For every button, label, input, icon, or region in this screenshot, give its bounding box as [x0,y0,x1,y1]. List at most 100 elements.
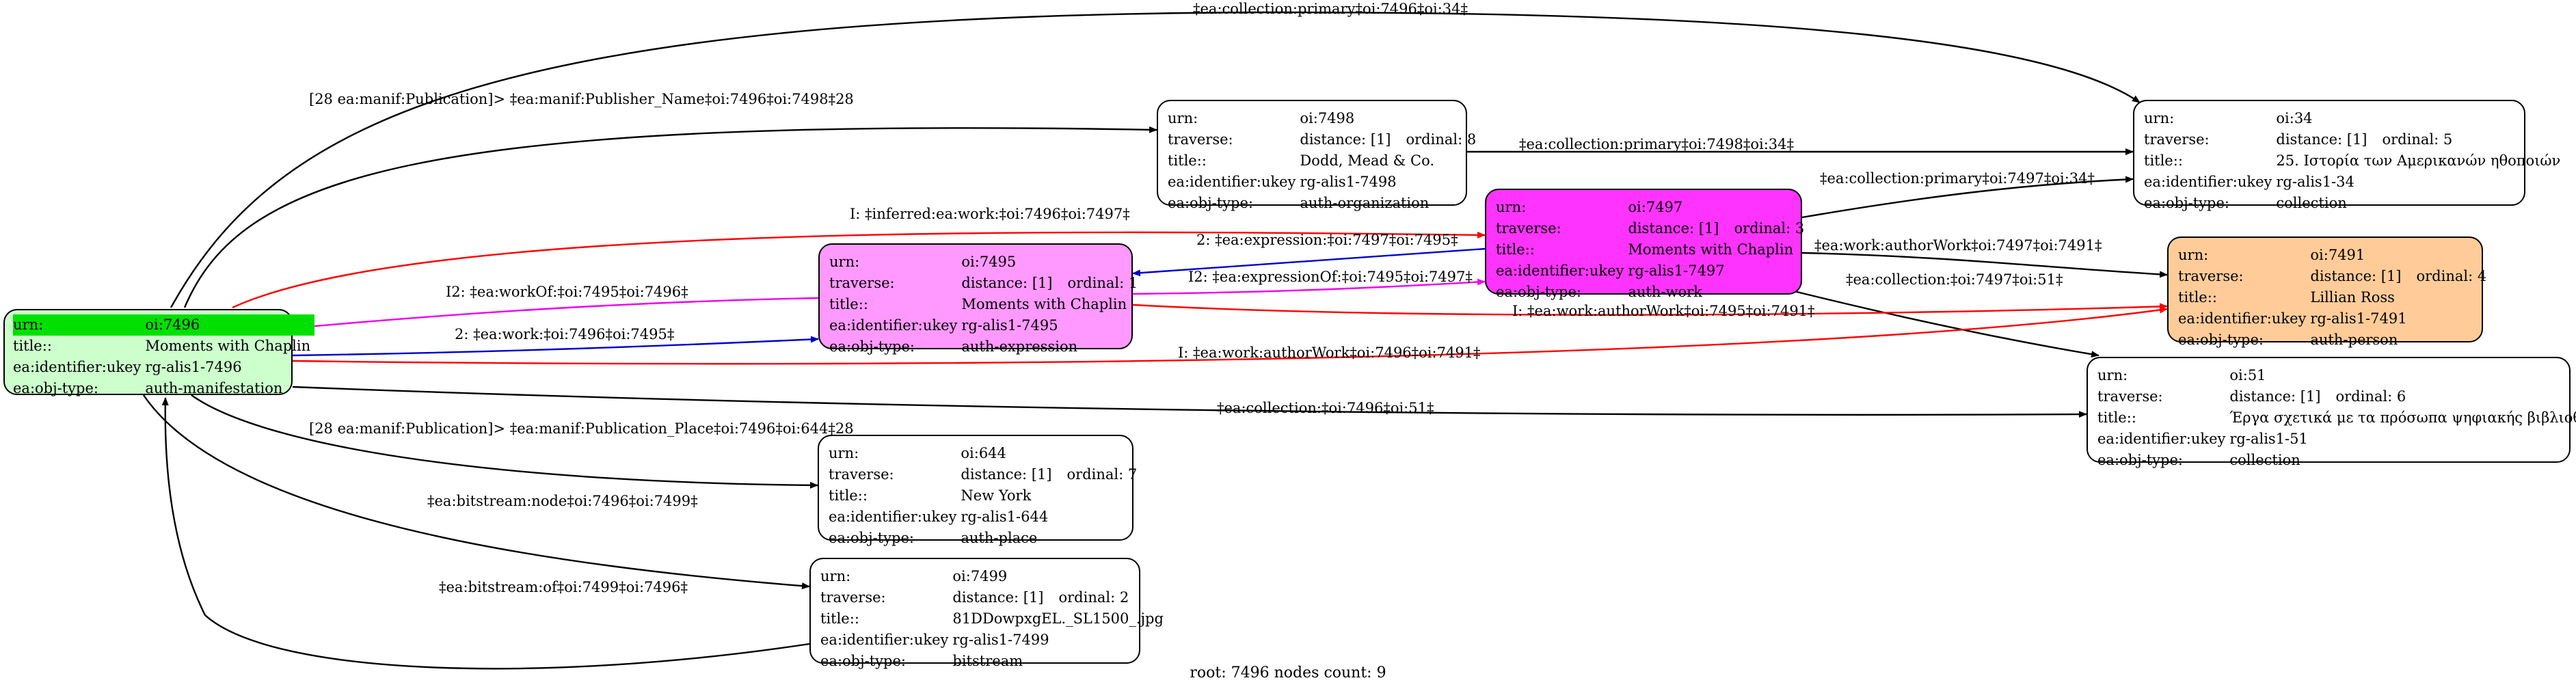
field-key: traverse: [829,466,894,483]
edge-work-of-7495-7496 [292,297,819,331]
field-value: collection [2276,195,2347,211]
field-key: ea:obj-type: [2144,195,2229,211]
edge-label-collection-primary-7496-34: ‡ea:collection:primary‡oi:7496‡oi:34‡ [1193,1,1468,17]
field-value: distance: [1]ordinal: 1 [961,275,1138,291]
field-key: ea:obj-type: [2178,332,2264,348]
field-value: distance: [1]ordinal: 8 [1300,131,1477,148]
edge-label-collection-7497-51: ‡ea:collection:‡oi:7497‡oi:51‡ [1846,271,2063,288]
edge-label-expression-of-7495-7497: I2: ‡ea:expressionOf:‡oi:7495‡oi:7497‡ [1188,269,1473,285]
field-value: rg-alis1-644 [961,509,1049,525]
field-value: Έργα σχετικά με τα πρόσωπα ψηφιακής βιβλ… [2229,409,2576,426]
edge-label-author-work-7497-7491: ‡ea:work:authorWork‡oi:7497‡oi:7491‡ [1814,237,2102,254]
node-oi-7498[interactable]: urn: oi:7498 traverse: distance: [1]ordina… [1157,100,1476,211]
node-oi-7496[interactable]: urn: oi:7496 title::Moments with Chaplin… [3,309,315,396]
field-key: title:: [1496,241,1535,258]
field-value: distance: [1]ordinal: 2 [952,589,1129,606]
field-key: ea:obj-type: [820,653,906,669]
field-value: auth-manifestation [145,380,283,396]
node-oi-7491[interactable]: urn:oi:7491 traverse:distance: [1]ordina… [2167,237,2486,348]
edge-expression-of-7495-7497 [1132,278,1486,295]
field-key: ea:identifier:ukey [820,632,949,648]
edge-collection-7496-51 [292,386,2087,418]
edge-work-7496-7495 [292,336,819,357]
field-value: oi:51 [2229,367,2266,383]
field-value: oi:7495 [961,254,1017,270]
node-urn-row: urn: oi:7496 [13,314,315,336]
field-key: title:: [829,296,868,312]
edge-label-author-work-7496-7491: I: ‡ea:work:authorWork‡oi:7496‡oi:7491‡ [1178,344,1481,361]
edge-inferred-work-7496-7497 [232,231,1486,309]
edge-collection-primary-7496-34 [170,11,2141,308]
field-value: rg-alis1-7498 [1300,174,1397,190]
field-key: traverse: [2144,131,2210,148]
edge-label-publication-place-7496-644: [28 ea:manif:Publication]> ‡ea:manif:Pub… [309,420,854,437]
edge-expression-7497-7495 [1132,247,1486,277]
field-key: urn: [2178,247,2209,263]
field-key: ea:obj-type: [1168,195,1253,211]
field-key: traverse: [2097,388,2163,405]
node-oi-7499[interactable]: urn:oi:7499 traverse:distance: [1]ordina… [809,558,1164,669]
edge-author-work-7497-7491 [1801,252,2168,278]
field-key: traverse: [1496,220,1561,237]
edge-publication-place-7496-644 [191,394,818,489]
graph-footer: root: 7496 nodes count: 9 [1190,664,1386,681]
field-key: ea:obj-type: [1496,284,1581,300]
field-value: auth-person [2310,332,2398,348]
edge-label-bitstream-of-7499-7496: ‡ea:bitstream:of‡oi:7499‡oi:7496‡ [439,579,688,595]
field-key: ea:obj-type: [829,338,915,355]
field-key: traverse: [1168,131,1233,148]
field-value: oi:7498 [1300,110,1355,126]
edge-bitstream-of-7499-7496 [161,397,810,670]
edge-author-work-7495-7491 [1132,303,2168,316]
field-key: urn: [2097,367,2128,383]
edge-label-work-7496-7495: 2: ‡ea:work:‡oi:7496‡oi:7495‡ [455,326,674,342]
field-value: rg-alis1-7495 [961,317,1058,334]
field-value: distance: [1]ordinal: 6 [2229,388,2406,405]
field-value: oi:7496 [145,314,315,336]
edge-bitstream-node-7496-7499 [143,394,810,590]
field-key: title:: [13,338,52,354]
field-key: urn: [829,254,860,270]
field-value: rg-alis1-51 [2229,431,2308,447]
field-value: New York [961,487,1032,504]
node-oi-34[interactable]: urn: oi:34 traverse: distance: [1]ordinal:… [2133,100,2560,211]
field-value: distance: [1]ordinal: 4 [2310,268,2487,284]
field-value: Moments with Chaplin [145,338,311,354]
node-oi-7497[interactable]: urn:oi:7497 traverse:distance: [1]ordina… [1485,189,1804,300]
node-oi-644[interactable]: urn:oi:644 traverse:distance: [1]ordinal… [818,435,1137,546]
edge-label-expression-7497-7495: 2: ‡ea:expression:‡oi:7497‡oi:7495‡ [1196,232,1458,248]
field-value: auth-organization [1300,195,1430,211]
field-value: distance: [1]ordinal: 7 [961,466,1138,483]
field-key: urn: [1168,110,1198,126]
field-key: ea:identifier:ukey [2178,310,2307,327]
node-oi-7495[interactable]: urn:oi:7495 traverse:distance: [1]ordina… [818,243,1138,355]
edge-label-collection-primary-7498-34: ‡ea:collection:primary‡oi:7498‡oi:34‡ [1519,136,1794,152]
field-key: ea:identifier:ukey [13,359,142,375]
field-key: urn: [1496,199,1527,215]
field-value: oi:34 [2276,110,2313,126]
field-key: urn: [2144,110,2175,126]
field-value: Moments with Chaplin [1628,241,1794,258]
field-value: distance: [1]ordinal: 5 [2276,131,2453,148]
field-value: rg-alis1-7491 [2310,310,2407,327]
field-key: title:: [820,610,859,627]
edge-label-collection-7496-51: ‡ea:collection:‡oi:7496‡oi:51‡ [1217,400,1434,416]
field-value: auth-work [1628,284,1702,300]
edge-publisher-7496-7498 [183,126,1157,308]
field-value: rg-alis1-34 [2276,174,2354,190]
field-value: auth-place [961,530,1038,546]
field-key: ea:obj-type: [2097,452,2183,468]
field-key: ea:identifier:ukey [829,317,958,334]
edge-label-work-of-7495-7496: I2: ‡ea:workOf:‡oi:7495‡oi:7496‡ [446,284,688,300]
field-value: 81DDowpxgEL._SL1500_.jpg [952,610,1164,627]
edge-label-bitstream-node-7496-7499: ‡ea:bitstream:node‡oi:7496‡oi:7499‡ [427,493,698,509]
field-value: Lillian Ross [2310,289,2395,306]
field-value: oi:644 [961,445,1006,461]
field-value: bitstream [952,653,1023,669]
edge-label-publisher-7496-7498: [28 ea:manif:Publication]> ‡ea:manif:Pub… [309,91,854,107]
field-value: 25. Ιστορία των Αμερικανών ηθοποιών [2276,152,2561,169]
node-oi-51[interactable]: urn: oi:51 traverse: distance: [1]ordinal:… [2087,357,2576,468]
field-value: Moments with Chaplin [961,296,1127,312]
field-value: rg-alis1-7499 [952,632,1049,648]
